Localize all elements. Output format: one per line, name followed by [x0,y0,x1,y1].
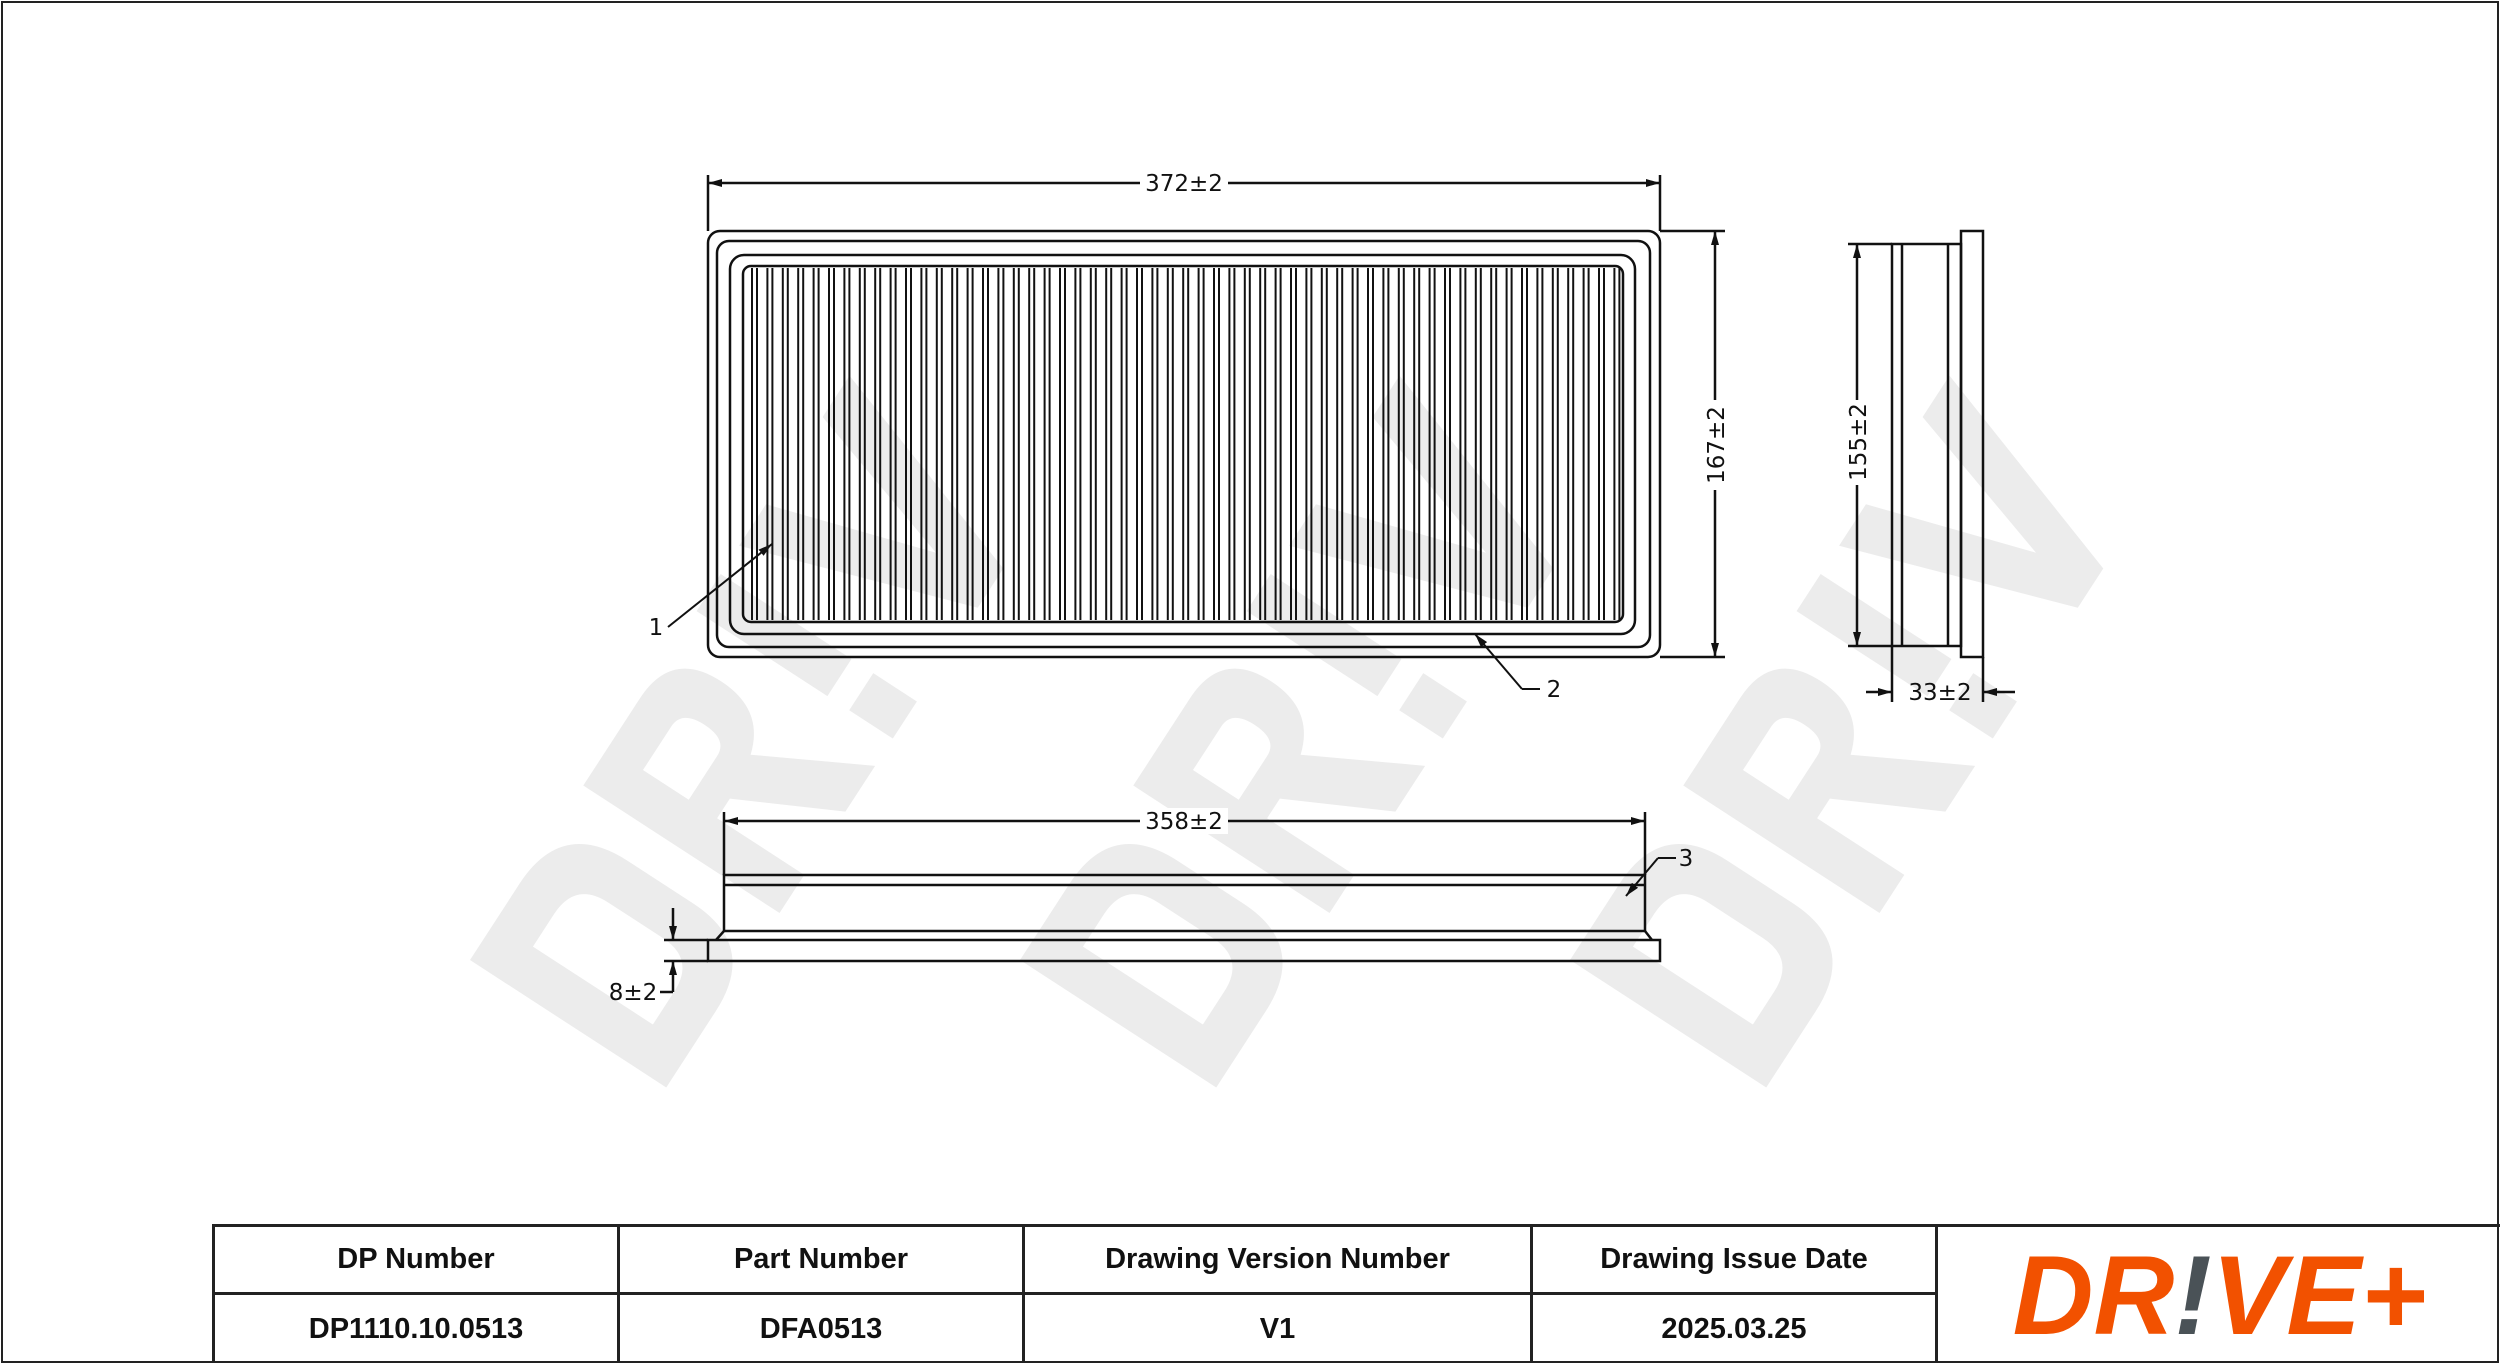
callout-2: 2 [1547,677,1562,703]
value-version: V1 [1025,1295,1533,1363]
watermark [470,375,2146,1088]
title-block: DP Number Part Number Drawing Version Nu… [212,1224,2500,1363]
logo-text-end: VE+ [2211,1233,2427,1358]
value-issue-date: 2025.03.25 [1533,1295,1938,1363]
logo-exclamation: ! [2174,1233,2212,1358]
filter-pleats [751,268,1621,620]
drive-plus-logo: DR!VE+ [1938,1227,2500,1363]
dimension-labels: 372±2 167±2 155±2 33±2 358±2 8±2 1 2 3 [609,170,1972,1006]
top-view [706,229,1662,659]
dim-height-side: 155±2 [1846,403,1872,481]
dim-thickness-side: 33±2 [1908,680,1971,706]
callout-3: 3 [1679,846,1694,872]
side-view [1890,229,1985,659]
dim-height-top: 167±2 [1704,406,1730,484]
header-dp-number: DP Number [215,1227,620,1295]
dim-flange: 8±2 [609,980,658,1006]
callout-1: 1 [649,615,664,641]
value-part-number: DFA0513 [620,1295,1025,1363]
header-part-number: Part Number [620,1227,1025,1295]
dim-length-top: 372±2 [1145,171,1223,197]
logo-text: DR [2012,1233,2175,1358]
dim-length-bottom: 358±2 [1145,809,1223,835]
header-issue-date: Drawing Issue Date [1533,1227,1938,1295]
header-version: Drawing Version Number [1025,1227,1533,1295]
value-dp-number: DP1110.10.0513 [215,1295,620,1363]
bottom-view [706,873,1662,963]
